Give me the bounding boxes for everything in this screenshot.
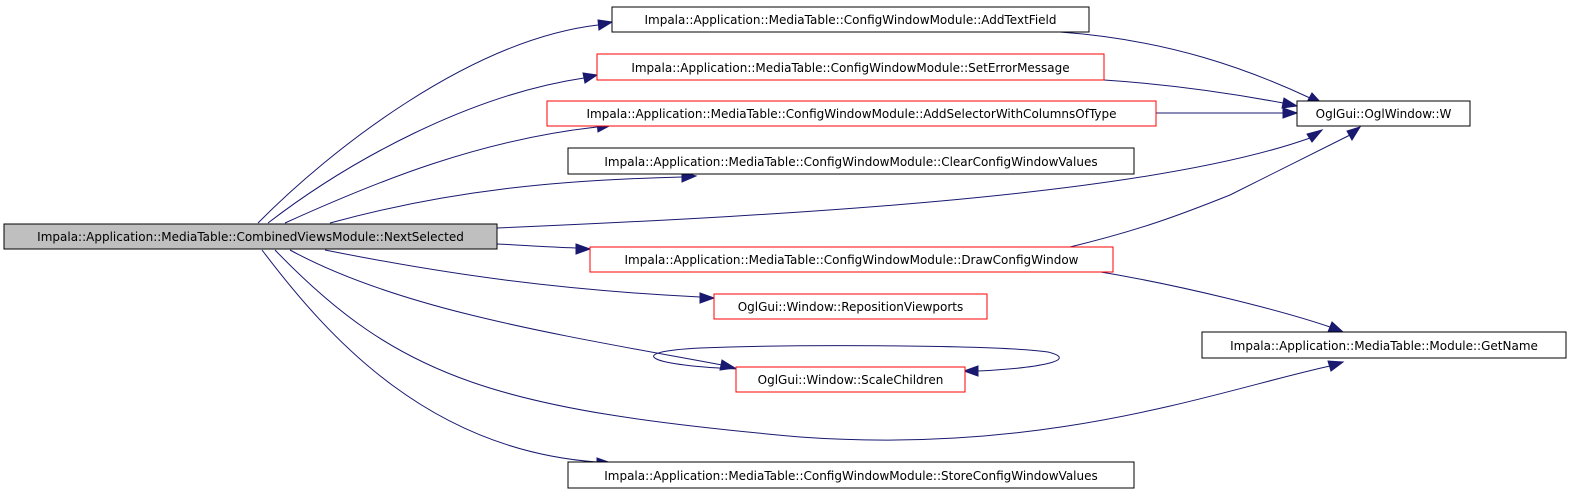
node-draw-config-window[interactable]: Impala::Application::MediaTable::ConfigW… bbox=[589, 246, 1114, 273]
node-label: Impala::Application::MediaTable::ConfigW… bbox=[604, 469, 1098, 483]
edge-next-selected-to-reposition-viewports bbox=[324, 249, 701, 298]
edge-draw-config-window-to-get-name bbox=[1094, 270, 1331, 328]
node-label: OglGui::Window::RepositionViewports bbox=[738, 300, 964, 314]
node-reposition-viewports[interactable]: OglGui::Window::RepositionViewports bbox=[713, 293, 988, 320]
node-module-get-name[interactable]: Impala::Application::MediaTable::Module:… bbox=[1201, 331, 1567, 359]
arrowhead bbox=[1306, 129, 1324, 143]
edge-next-selected-to-draw-config-window bbox=[496, 243, 577, 249]
arrowhead bbox=[1282, 107, 1299, 119]
arrowhead bbox=[575, 243, 592, 255]
node-label: Impala::Application::MediaTable::ConfigW… bbox=[604, 155, 1097, 169]
edge-scale-children-self-loop bbox=[653, 345, 1060, 372]
node-label: Impala::Application::MediaTable::ConfigW… bbox=[644, 13, 1056, 27]
node-scale-children[interactable]: OglGui::Window::ScaleChildren bbox=[735, 366, 966, 393]
nodes: Impala::Application::MediaTable::Combine… bbox=[3, 6, 1567, 489]
edge-next-selected-to-get-name bbox=[274, 249, 1331, 441]
node-label: OglGui::OglWindow::W bbox=[1316, 107, 1452, 121]
edge-set-error-message-to-ogl-window-w bbox=[1103, 79, 1284, 104]
edge-next-selected-to-add-text-field bbox=[257, 24, 599, 224]
node-clear-values[interactable]: Impala::Application::MediaTable::ConfigW… bbox=[567, 147, 1135, 175]
edge-next-selected-to-store-values bbox=[261, 249, 598, 463]
arrowhead bbox=[962, 365, 979, 377]
arrowhead bbox=[1327, 321, 1345, 333]
node-label: Impala::Application::MediaTable::ConfigW… bbox=[631, 61, 1069, 75]
arrowhead bbox=[1281, 97, 1299, 109]
node-add-selector[interactable]: Impala::Application::MediaTable::ConfigW… bbox=[546, 100, 1157, 127]
node-label: OglGui::Window::ScaleChildren bbox=[758, 373, 944, 387]
node-store-values[interactable]: Impala::Application::MediaTable::ConfigW… bbox=[567, 461, 1135, 489]
edge-next-selected-to-add-selector bbox=[284, 126, 598, 224]
arrowhead bbox=[1327, 360, 1345, 372]
node-set-error-message[interactable]: Impala::Application::MediaTable::ConfigW… bbox=[596, 53, 1105, 81]
arrowhead bbox=[582, 72, 599, 84]
node-ogl-window-w[interactable]: OglGui::OglWindow::W bbox=[1296, 100, 1471, 127]
node-label: Impala::Application::MediaTable::ConfigW… bbox=[625, 253, 1079, 267]
edge-next-selected-to-scale-children bbox=[289, 249, 723, 366]
edge-add-text-field-to-ogl-window-w bbox=[1059, 31, 1311, 99]
edge-next-selected-to-clear-values bbox=[329, 176, 683, 224]
arrowhead bbox=[597, 19, 614, 31]
node-label: Impala::Application::MediaTable::ConfigW… bbox=[586, 107, 1116, 121]
arrowhead bbox=[699, 292, 716, 304]
edge-next-selected-to-ogl-window-w bbox=[496, 137, 1311, 229]
edges bbox=[257, 19, 1362, 469]
edge-draw-config-window-to-ogl-window-w bbox=[1069, 134, 1351, 248]
arrowhead bbox=[1346, 126, 1362, 141]
node-add-text-field[interactable]: Impala::Application::MediaTable::ConfigW… bbox=[611, 6, 1090, 33]
node-next-selected[interactable]: Impala::Application::MediaTable::Combine… bbox=[3, 223, 498, 250]
node-label: Impala::Application::MediaTable::Module:… bbox=[1230, 339, 1538, 353]
edge-next-selected-to-set-error-message bbox=[267, 77, 585, 224]
node-label: Impala::Application::MediaTable::Combine… bbox=[37, 230, 464, 244]
